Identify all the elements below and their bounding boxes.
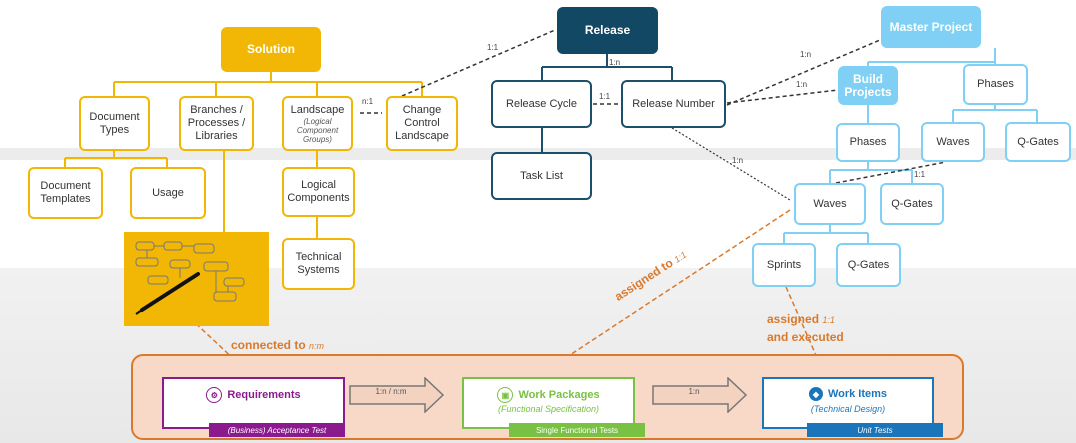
cardinality-release-change: 1:1 (487, 43, 499, 52)
build-projects-node[interactable]: Build Projects (838, 66, 898, 105)
work-packages-title: Work Packages (518, 389, 600, 401)
logical-components-node[interactable]: Logical Components (282, 167, 355, 217)
qgates-node[interactable]: Q-Gates (880, 183, 944, 225)
work-items-footer: Unit Tests (807, 423, 943, 437)
qgates-bottom-node[interactable]: Q-Gates (836, 243, 901, 287)
waves-node[interactable]: Waves (794, 183, 866, 225)
solution-node[interactable]: Solution (221, 27, 321, 72)
landscape-node[interactable]: Landscape (Logical Component Groups) (282, 96, 353, 151)
cardinality-landscape-change: n:1 (362, 97, 374, 106)
and-executed-annotation: and executed (767, 330, 844, 344)
work-items-subtitle: (Technical Design) (810, 404, 886, 414)
cardinality-master-release: 1:n (800, 50, 812, 59)
cardinality-release-children: 1:n (609, 58, 621, 67)
requirements-card[interactable]: ⚙ Requirements (162, 377, 345, 429)
arrow-requirements-workpackages: 1:n / n:m (349, 377, 445, 413)
document-templates-node[interactable]: Document Templates (28, 167, 103, 219)
waves-right-node[interactable]: Waves (921, 122, 985, 162)
master-project-node[interactable]: Master Project (881, 6, 981, 48)
requirements-title: Requirements (227, 389, 301, 401)
process-sketch-image (124, 232, 269, 326)
assigned-annotation: assigned 1:1 (767, 312, 835, 326)
arrow-workpackages-workitems: 1:n (652, 377, 748, 413)
document-types-node[interactable]: Document Types (79, 96, 150, 151)
release-number-node[interactable]: Release Number (621, 80, 726, 128)
requirements-footer: (Business) Acceptance Test (209, 423, 345, 437)
work-items-title: Work Items (827, 388, 888, 400)
sprints-node[interactable]: Sprints (752, 243, 816, 287)
release-node[interactable]: Release (557, 7, 658, 54)
technical-systems-node[interactable]: Technical Systems (282, 238, 355, 290)
branches-node[interactable]: Branches / Processes / Libraries (179, 96, 254, 151)
task-list-node[interactable]: Task List (491, 152, 592, 200)
work-packages-subtitle: (Functional Specification) (497, 404, 600, 414)
cardinality-cycle-number: 1:1 (599, 92, 611, 101)
cardinality-number-waves: 1:n (732, 156, 744, 165)
release-cycle-node[interactable]: Release Cycle (491, 80, 592, 128)
requirements-icon: ⚙ (206, 387, 223, 403)
change-control-node[interactable]: Change Control Landscape (386, 96, 458, 151)
work-items-card[interactable]: ◆ Work Items (Technical Design) (762, 377, 934, 429)
connected-to-annotation: connected to n:m (231, 338, 325, 352)
phases-top-node[interactable]: Phases (963, 64, 1028, 105)
cardinality-waves-waves: 1:1 (914, 170, 926, 179)
work-packages-footer: Single Functional Tests (509, 423, 645, 437)
qgates-right-node[interactable]: Q-Gates (1005, 122, 1071, 162)
work-packages-icon: ▣ (497, 387, 514, 403)
work-packages-card[interactable]: ▣ Work Packages (Functional Specificatio… (462, 377, 635, 429)
usage-node[interactable]: Usage (130, 167, 206, 219)
cardinality-build-release: 1:n (796, 80, 808, 89)
work-items-icon: ◆ (808, 387, 823, 401)
phases-node[interactable]: Phases (836, 123, 900, 162)
